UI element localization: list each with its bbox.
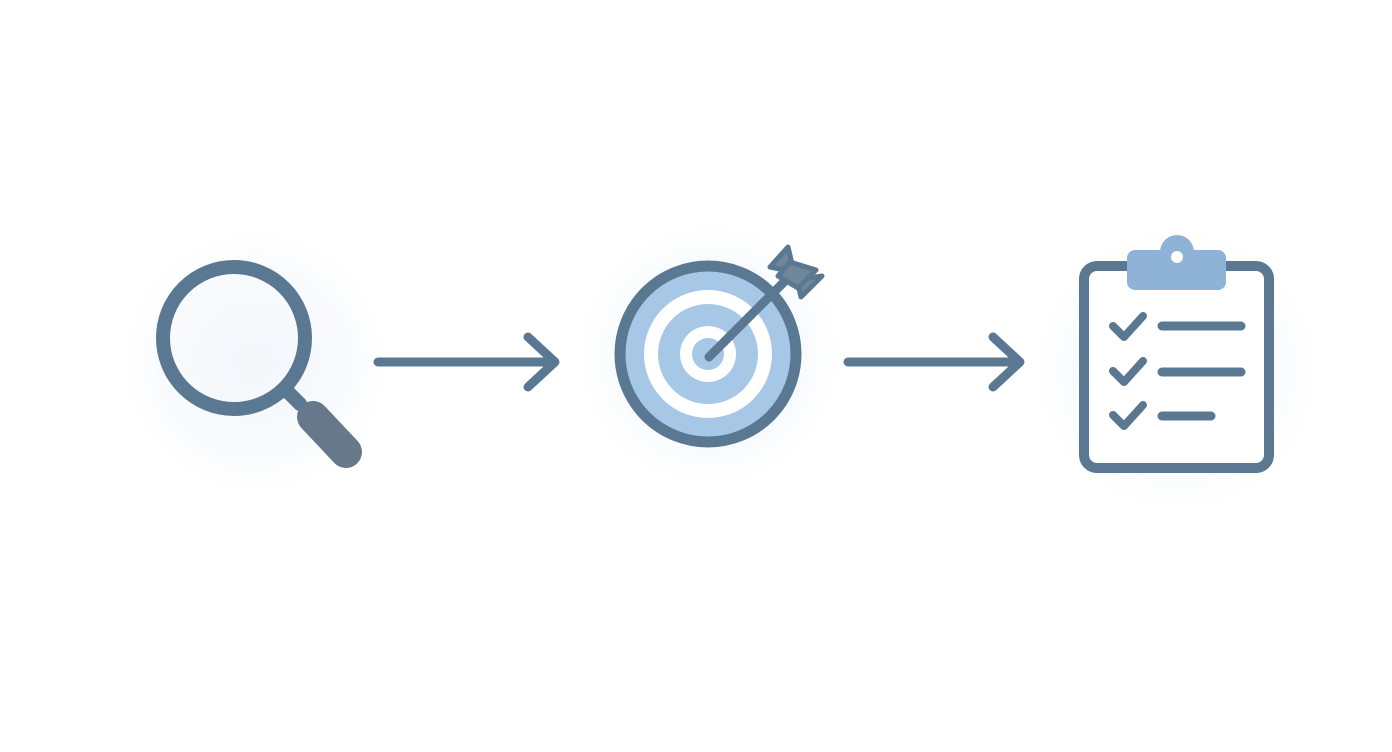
clipboard-checklist-icon — [1079, 235, 1274, 473]
connector-arrow-1 — [373, 332, 560, 392]
check-row-2 — [1109, 357, 1246, 386]
target-with-arrow-icon — [614, 244, 825, 448]
check-row-1 — [1109, 312, 1246, 341]
magnifying-glass-icon — [156, 260, 362, 468]
check-row-3 — [1109, 401, 1216, 430]
connector-arrow-2 — [843, 332, 1025, 392]
